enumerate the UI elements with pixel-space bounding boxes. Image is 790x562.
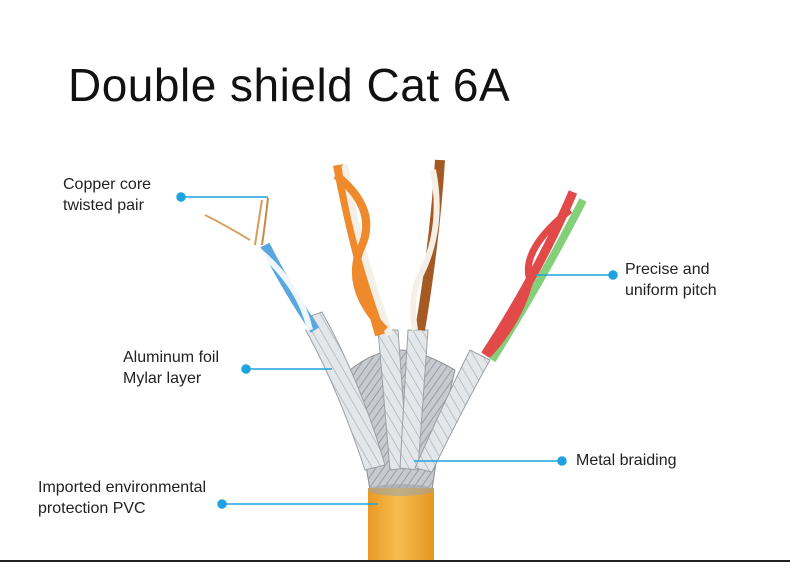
callout-foil-line1: Aluminum foil — [123, 349, 220, 366]
callout-foil-line2: Mylar layer — [123, 370, 202, 387]
orange-white-pair — [333, 164, 394, 337]
callout-pvc: Imported environmental protection PVC — [38, 477, 206, 519]
callout-foil: Aluminum foil Mylar layer — [123, 347, 219, 389]
callout-copper-line1: Copper core — [63, 176, 152, 193]
foil-shield-pairs — [299, 311, 491, 473]
bottom-border — [0, 560, 790, 562]
callout-pitch-line1: Precise and — [625, 261, 710, 278]
callout-pitch: Precise and uniform pitch — [625, 259, 717, 301]
pvc-jacket — [368, 484, 434, 562]
brown-white-pair — [410, 159, 445, 331]
callout-copper-core: Copper core twisted pair — [63, 174, 151, 216]
callout-copper-line2: twisted pair — [63, 197, 144, 214]
callout-pitch-line2: uniform pitch — [625, 282, 717, 299]
blue-white-pair — [204, 197, 320, 334]
callout-braid-line1: Metal braiding — [576, 452, 677, 469]
callout-braid: Metal braiding — [576, 450, 677, 471]
diagram-title: Double shield Cat 6A — [68, 59, 511, 111]
green-red-pair — [481, 190, 587, 363]
callout-leaders — [176, 192, 618, 509]
callout-pvc-line1: Imported environmental — [38, 479, 207, 496]
callout-pvc-line2: protection PVC — [38, 500, 146, 517]
